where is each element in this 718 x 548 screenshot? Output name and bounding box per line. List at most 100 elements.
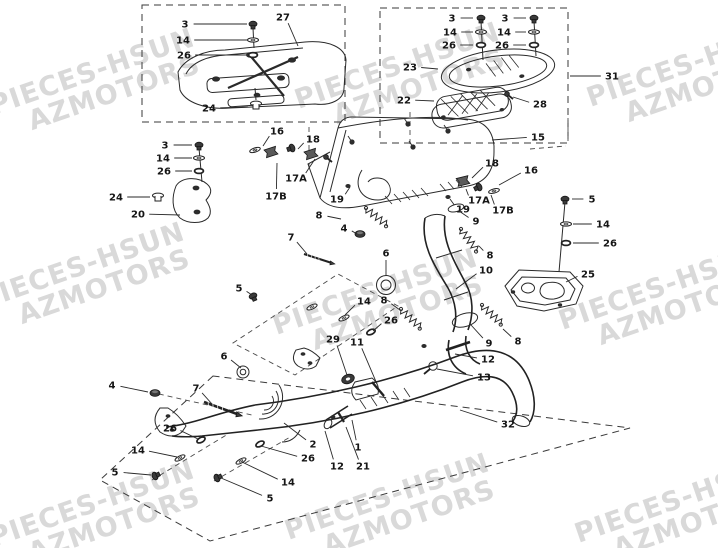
part-8-spring [477, 301, 506, 328]
part-label-5: 5 [236, 284, 243, 295]
leader-line [180, 430, 199, 440]
part-label-32: 32 [501, 420, 515, 431]
part-label-3: 3 [502, 14, 509, 25]
part-label-17B: 17B [265, 192, 287, 203]
part-27-heat-shield [177, 41, 347, 109]
part-label-8: 8 [316, 211, 323, 222]
part-label-6: 6 [221, 352, 228, 363]
leader-line [246, 290, 253, 296]
leader-line [149, 213, 181, 216]
assembly-box-27 [141, 4, 346, 123]
part-label-24: 24 [109, 193, 123, 204]
part-label-14: 14 [176, 36, 190, 47]
leader-line [436, 368, 474, 377]
part-label-29: 29 [326, 335, 340, 346]
leader-line [275, 162, 278, 190]
leader-line [565, 275, 578, 283]
part-21-tip [323, 405, 353, 430]
leader-line [345, 426, 359, 460]
part-label-26: 26 [177, 51, 191, 62]
part-label-5: 5 [112, 468, 119, 479]
leader-line [491, 137, 527, 141]
part-25-footrest-plate [504, 269, 584, 312]
part-2-front-pipe [154, 347, 379, 438]
elbow [447, 335, 481, 375]
part-label-26: 26 [301, 454, 315, 465]
part-11-clamp [371, 381, 385, 397]
leader-line [220, 106, 249, 109]
part-label-19: 19 [456, 205, 470, 216]
part-20-bracket [172, 178, 212, 223]
leader-line [287, 23, 299, 47]
leader-line [454, 353, 478, 359]
part-label-18: 18 [485, 159, 499, 170]
assembly-box-31 [379, 7, 569, 144]
leader-line [351, 230, 358, 235]
leader-line [283, 422, 307, 441]
part-label-7: 7 [193, 384, 200, 395]
leader-line [478, 245, 484, 251]
part-label-16: 16 [524, 166, 538, 177]
part-label-20: 20 [131, 210, 145, 221]
part-1-header-pipe [254, 349, 536, 443]
leader-line [391, 303, 401, 311]
leader-line [458, 210, 469, 218]
part-label-24: 24 [202, 104, 216, 115]
hanger-parts-left [248, 142, 333, 163]
part-label-14: 14 [131, 446, 145, 457]
part-label-13: 13 [477, 373, 491, 384]
part-label-7: 7 [288, 233, 295, 244]
leader-line [512, 96, 530, 103]
part-label-8: 8 [487, 251, 494, 262]
part-label-3: 3 [162, 141, 169, 152]
part-label-12: 12 [481, 355, 495, 366]
leader-line [220, 477, 263, 496]
diagram-art [99, 4, 631, 542]
part-9-gasket [447, 203, 465, 213]
leader-line [449, 198, 455, 205]
part-label-14: 14 [443, 28, 457, 39]
leader-line [148, 450, 178, 458]
part-label-11: 11 [350, 338, 364, 349]
leader-line [305, 158, 316, 174]
part-6-gasket [236, 365, 250, 379]
part-label-19: 19 [330, 195, 344, 206]
part-label-26: 26 [163, 424, 177, 435]
part-label-4: 4 [341, 224, 348, 235]
part-label-14: 14 [596, 220, 610, 231]
leader-line [123, 472, 152, 476]
part-label-27: 27 [276, 13, 290, 24]
part-10-downpipe [423, 213, 473, 333]
part-label-26: 26 [442, 41, 456, 52]
part-label-31: 31 [605, 72, 619, 83]
part-4-nut [149, 389, 161, 397]
part-label-26: 26 [384, 316, 398, 327]
part-label-22: 22 [397, 96, 411, 107]
leader-line [415, 99, 435, 102]
part-9-gasket [451, 312, 479, 328]
part-label-14: 14 [281, 478, 295, 489]
leader-line [336, 345, 348, 376]
part-12-clamp [445, 340, 471, 352]
part-label-4: 4 [109, 381, 116, 392]
part-label-3: 3 [182, 20, 189, 31]
leader-line [465, 188, 469, 196]
leader-line [372, 323, 382, 332]
part-label-9: 9 [473, 217, 480, 228]
part-label-25: 25 [581, 270, 595, 281]
leader-line [296, 241, 308, 255]
part-label-23: 23 [403, 63, 417, 74]
part-label-10: 10 [479, 266, 493, 277]
leader-line [297, 142, 305, 150]
leader-line [361, 348, 378, 385]
part-24-grommet [250, 100, 262, 110]
leader-line [344, 186, 351, 195]
part-label-6: 6 [383, 249, 390, 260]
part-label-2: 2 [310, 440, 317, 451]
part-label-9: 9 [486, 339, 493, 350]
